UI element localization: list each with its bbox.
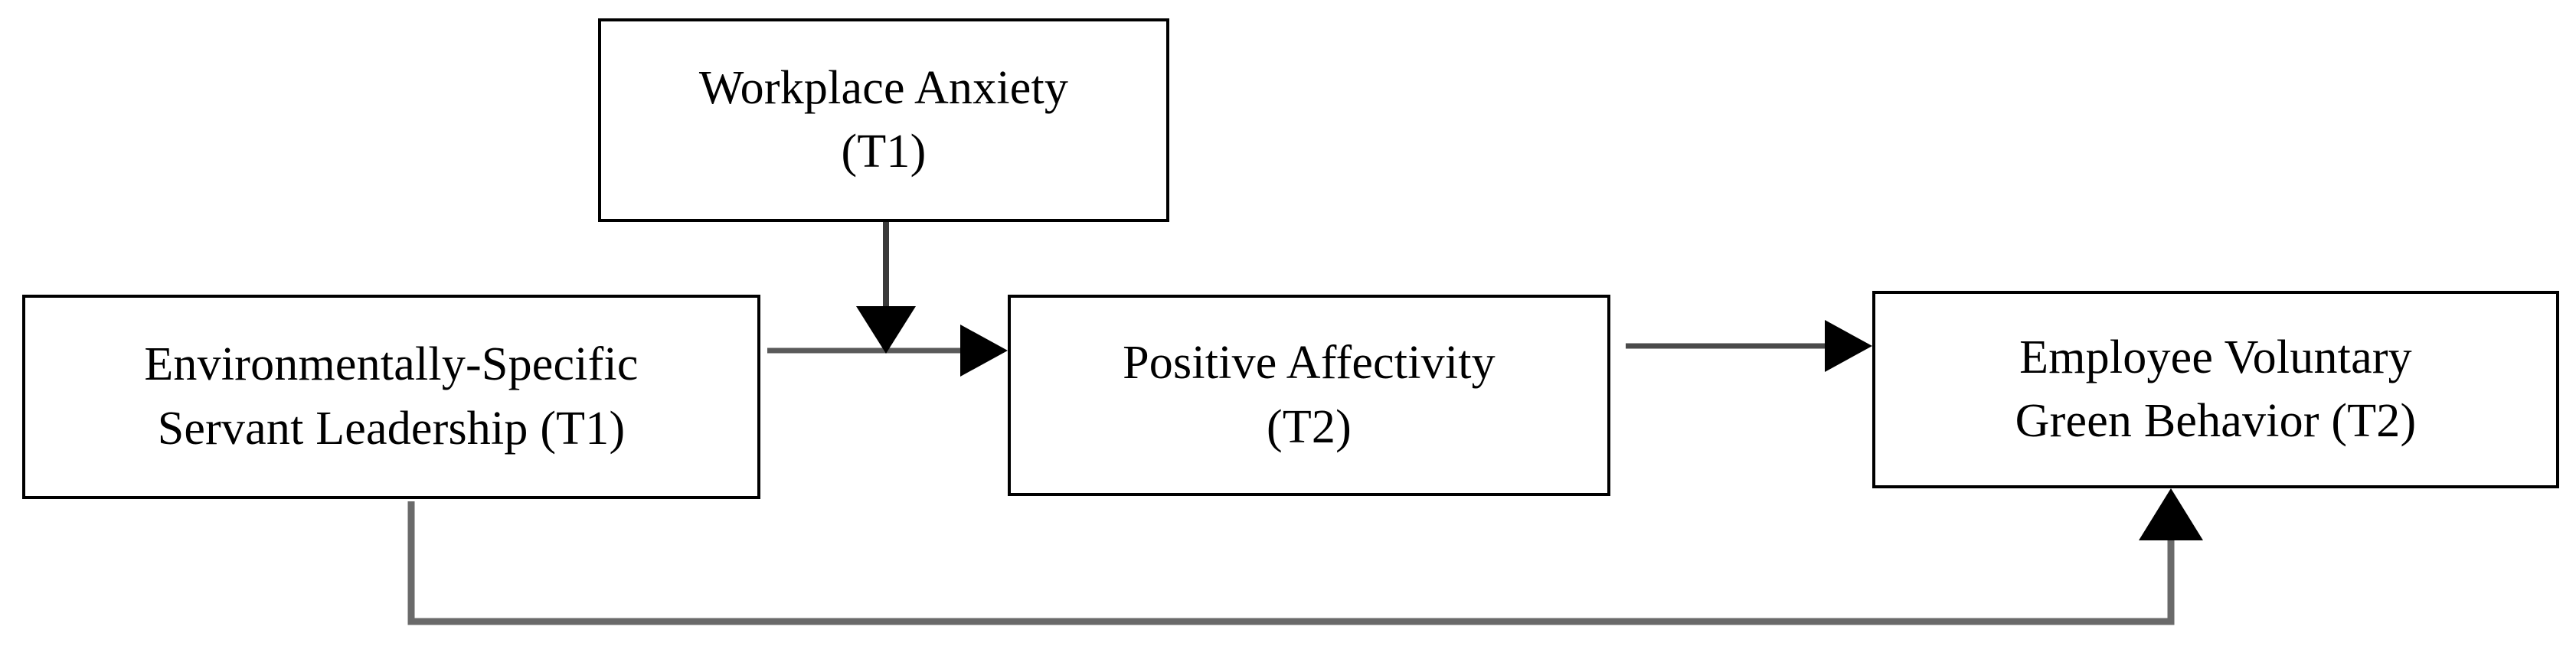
edge-positive-affectivity-to-green-behavior: [1626, 320, 1872, 372]
edge-workplace-anxiety-moderation: [856, 222, 916, 354]
node-positive-affectivity-line-2: (T2): [1267, 400, 1352, 453]
arrowhead-down: [856, 306, 916, 354]
edge-esl-to-green-behavior-direct: [407, 488, 2203, 625]
node-esl-line-2: Servant Leadership (T1): [157, 402, 626, 455]
arrowhead-up: [2139, 488, 2203, 540]
node-positive-affectivity[interactable]: Positive Affectivity (T2): [1008, 295, 1610, 496]
node-workplace-anxiety[interactable]: Workplace Anxiety (T1): [598, 18, 1169, 222]
node-positive-affectivity-line-1: Positive Affectivity: [1123, 337, 1496, 390]
edge-path: [407, 501, 2175, 625]
node-employee-voluntary-green-behavior[interactable]: Employee Voluntary Green Behavior (T2): [1872, 291, 2559, 488]
node-environmentally-specific-servant-leadership[interactable]: Environmentally-Specific Servant Leaders…: [22, 295, 760, 499]
node-green-behavior-line-1: Employee Voluntary: [2019, 331, 2412, 383]
node-workplace-anxiety-line-2: (T1): [841, 126, 927, 178]
node-esl-line-1: Environmentally-Specific: [144, 338, 639, 391]
node-green-behavior-line-2: Green Behavior (T2): [2015, 395, 2417, 447]
edge-esl-to-positive-affectivity: [767, 325, 1008, 377]
arrowhead-right: [960, 325, 1008, 377]
arrowhead-right: [1825, 320, 1872, 372]
node-workplace-anxiety-line-1: Workplace Anxiety: [698, 61, 1069, 114]
